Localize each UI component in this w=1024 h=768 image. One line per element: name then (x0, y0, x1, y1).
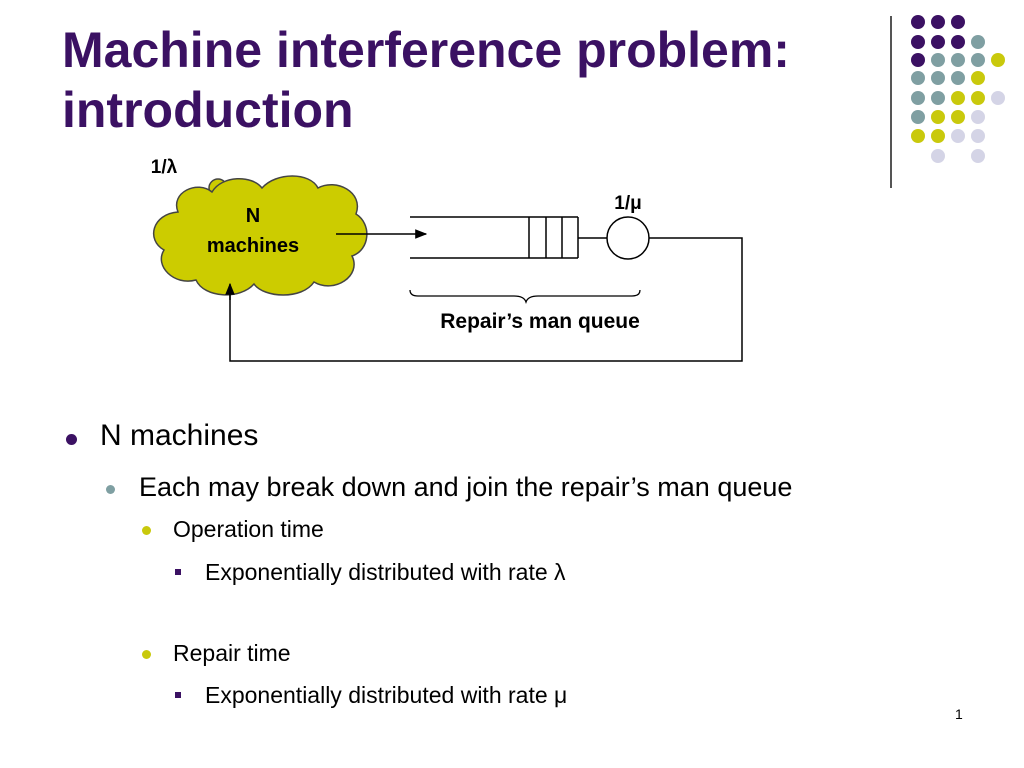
decorative-dot (951, 15, 965, 29)
queue-brace (409, 289, 641, 305)
title-divider-line (890, 16, 892, 188)
decorative-dot (971, 149, 985, 163)
decorative-dot (951, 35, 965, 49)
decorative-dot (931, 110, 945, 124)
arrival-rate-label: 1/λ (151, 157, 178, 178)
bullet-text: Operation time (173, 516, 324, 542)
decorative-dot (971, 71, 985, 85)
bullet-level2: Each may break down and join the repair’… (106, 472, 793, 503)
bullet-level4: Exponentially distributed with rate μ (175, 682, 568, 709)
bullet-level3: Repair time (142, 640, 291, 667)
decorative-dot (971, 91, 985, 105)
decorative-dot (911, 53, 925, 67)
cloud-label-machines: machines (207, 235, 299, 257)
bullet-square-icon (175, 692, 181, 698)
slide-title-line2: introduction (62, 82, 354, 138)
bullet-level3: Operation time (142, 516, 324, 543)
decorative-dot (991, 91, 1005, 105)
machines-cloud (153, 175, 368, 296)
page-number: 1 (955, 706, 963, 722)
return-path-line (229, 237, 743, 362)
bullet-text: Each may break down and join the repair’… (139, 472, 793, 502)
queue-diagram: N machines 1/λ 1/μ Repair’s man queue (151, 157, 743, 362)
decorative-dot (911, 129, 925, 143)
bullet-dot-icon (142, 526, 151, 535)
decorative-dot (931, 35, 945, 49)
bullet-text: Exponentially distributed with rate μ (205, 682, 568, 708)
decorative-dot (951, 71, 965, 85)
decorative-dot-grid (911, 15, 1005, 163)
decorative-dot (911, 91, 925, 105)
decorative-dot (911, 71, 925, 85)
decorative-dot (911, 110, 925, 124)
bullet-dot-icon (142, 650, 151, 659)
decorative-dot (991, 53, 1005, 67)
decorative-dot (931, 129, 945, 143)
slide-title: Machine interference problem: introducti… (62, 20, 882, 140)
decorative-dot (931, 53, 945, 67)
cloud-label-n: N (246, 205, 260, 227)
decorative-dot (931, 71, 945, 85)
decorative-dot (951, 129, 965, 143)
service-rate-label: 1/μ (614, 193, 641, 214)
decorative-dot (911, 35, 925, 49)
bullet-dot-icon (106, 485, 115, 494)
decorative-dot (931, 149, 945, 163)
bullet-text: Exponentially distributed with rate λ (205, 559, 566, 585)
bullet-level1: N machines (66, 419, 259, 453)
bullet-text: Repair time (173, 640, 291, 666)
bullet-level4: Exponentially distributed with rate λ (175, 559, 566, 586)
bullet-square-icon (175, 569, 181, 575)
bullet-dot-icon (66, 434, 77, 445)
decorative-dot (931, 15, 945, 29)
decorative-dot (971, 129, 985, 143)
decorative-dot (951, 110, 965, 124)
bullet-text: N machines (100, 419, 259, 452)
decorative-dot (951, 91, 965, 105)
decorative-dot (971, 110, 985, 124)
decorative-dot (971, 35, 985, 49)
decorative-dot (971, 53, 985, 67)
decorative-dot (931, 91, 945, 105)
decorative-dot (911, 15, 925, 29)
slide-title-line1: Machine interference problem: (62, 22, 790, 78)
queue-label: Repair’s man queue (440, 310, 640, 333)
decorative-dot (951, 53, 965, 67)
